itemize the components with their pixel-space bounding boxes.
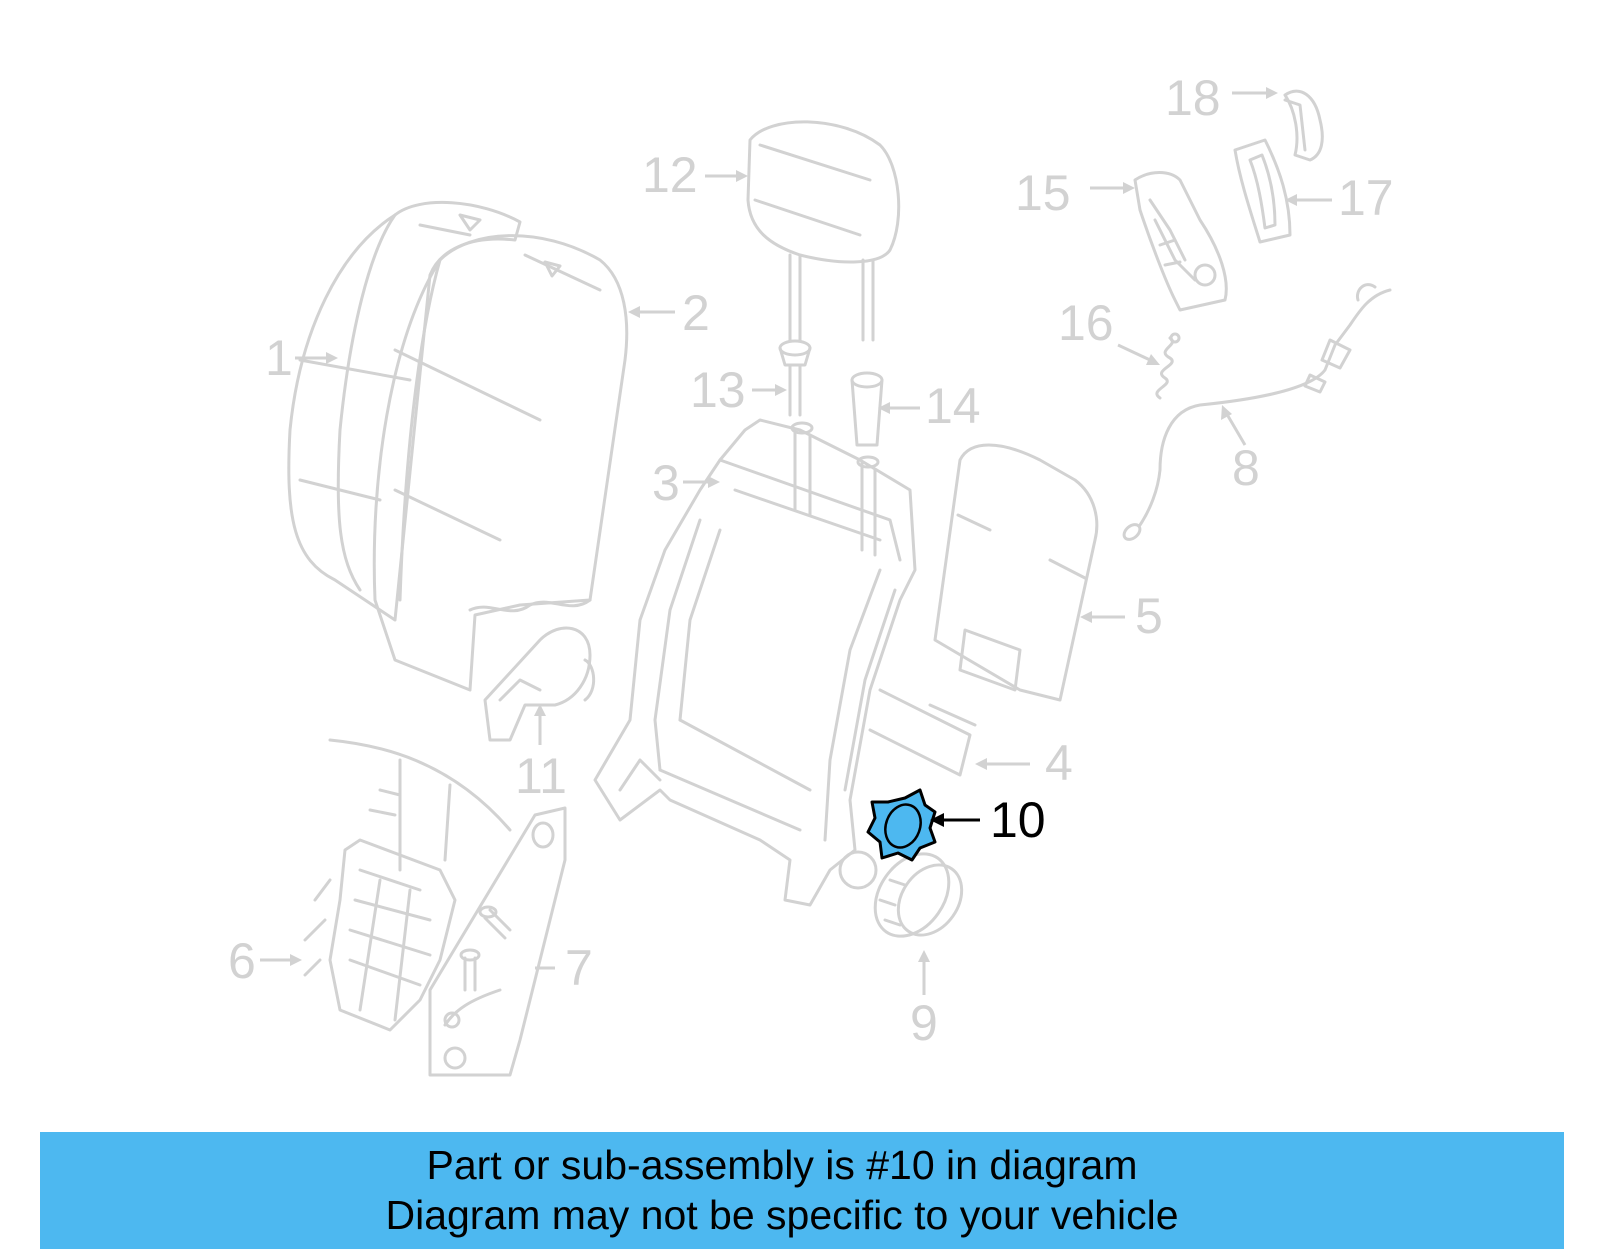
callout-13: 13 — [690, 362, 787, 418]
callout-18: 18 — [1165, 70, 1278, 126]
part-1-seat-cover — [287, 200, 522, 622]
part-15-side-trim — [1133, 171, 1228, 312]
callout-14: 14 — [878, 378, 981, 434]
part-2-seat-cushion — [372, 234, 629, 692]
part-18-knob — [1283, 89, 1324, 162]
callout-6-label: 6 — [228, 933, 256, 989]
callout-8: 8 — [1221, 405, 1260, 496]
callout-1-label: 1 — [265, 330, 293, 386]
callout-2: 2 — [628, 285, 710, 341]
part-14-guide — [850, 371, 884, 447]
callout-15-label: 15 — [1015, 165, 1071, 221]
callout-5: 5 — [1080, 588, 1163, 644]
part-12-headrest — [746, 120, 901, 342]
callout-9: 9 — [910, 950, 938, 1051]
part-6-lumbar — [303, 738, 512, 1032]
callout-15: 15 — [1015, 165, 1135, 221]
callout-4-label: 4 — [1045, 735, 1073, 791]
callout-8-label: 8 — [1232, 440, 1260, 496]
part-4-panel — [868, 688, 977, 777]
callout-7-label: 7 — [565, 940, 593, 996]
callout-3: 3 — [652, 455, 720, 511]
callout-5-label: 5 — [1135, 588, 1163, 644]
callout-10[interactable]: 10 — [930, 792, 1046, 848]
part-3-seat-frame — [593, 418, 917, 907]
callout-17: 17 — [1285, 170, 1394, 226]
callout-13-label: 13 — [690, 362, 746, 418]
callout-18-label: 18 — [1165, 70, 1221, 126]
callout-12: 12 — [642, 147, 748, 203]
callout-11: 11 — [515, 704, 567, 804]
part-17-switch-cover — [1233, 138, 1292, 244]
part-11-hinge-cover — [483, 626, 596, 742]
callout-6: 6 — [228, 933, 302, 989]
part-7-recliner-plate — [428, 806, 567, 1077]
callout-9-label: 9 — [910, 995, 938, 1051]
info-banner: Part or sub-assembly is #10 in diagram D… — [40, 1132, 1564, 1249]
callout-12-label: 12 — [642, 147, 698, 203]
banner-line-1: Part or sub-assembly is #10 in diagram — [426, 1142, 1138, 1188]
callout-4: 4 — [975, 735, 1073, 791]
callout-14-label: 14 — [925, 378, 981, 434]
part-16-spring — [1155, 332, 1181, 400]
part-10-highlighted[interactable] — [866, 788, 937, 862]
callout-11-label: 11 — [515, 748, 567, 804]
part-13-guide — [778, 339, 812, 417]
banner-line-2: Diagram may not be specific to your vehi… — [385, 1192, 1179, 1238]
callout-16-label: 16 — [1058, 295, 1114, 351]
part-5-back-panel — [933, 443, 1099, 702]
callout-7: 7 — [535, 940, 593, 996]
callout-16: 16 — [1058, 295, 1160, 365]
callout-10-label: 10 — [990, 792, 1046, 848]
part-9-knob — [873, 852, 964, 938]
part-8-cable — [1122, 283, 1392, 541]
callout-2-label: 2 — [682, 285, 710, 341]
callout-17-label: 17 — [1338, 170, 1394, 226]
callout-1: 1 — [265, 330, 338, 386]
callout-3-label: 3 — [652, 455, 680, 511]
